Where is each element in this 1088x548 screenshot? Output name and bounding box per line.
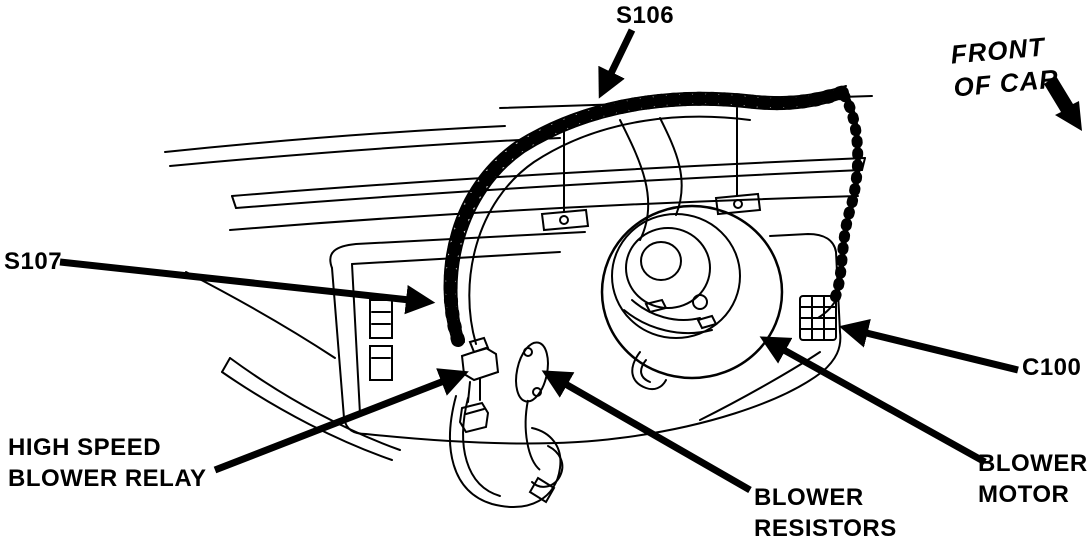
relay-label-line1: HIGH SPEED — [8, 434, 162, 461]
callout-arrows — [59, 28, 1082, 494]
resistors-drawing — [515, 341, 549, 471]
cowl-lines — [164, 95, 873, 461]
c100-label: C100 — [1022, 354, 1082, 381]
relay-arrow — [213, 368, 469, 474]
lower-harness-loop — [449, 395, 564, 508]
motor-label-line2: MOTOR — [978, 481, 1070, 508]
relay-label-line2: BLOWER RELAY — [8, 465, 207, 492]
s107-arrow — [59, 258, 436, 315]
blower-motor-drawing — [600, 204, 784, 391]
resistors-arrow — [541, 370, 752, 494]
s106-arrow — [598, 28, 636, 99]
mounting-screws — [540, 107, 762, 232]
motor-arrow — [759, 336, 987, 466]
c100-arrow — [838, 318, 1019, 374]
high-speed-blower-relay-label: HIGH SPEED BLOWER RELAY — [8, 432, 206, 494]
resistors-label-line1: BLOWER — [754, 484, 864, 511]
relay-drawing — [458, 336, 500, 434]
blower-resistors-label: BLOWER RESISTORS — [754, 482, 897, 544]
blower-housing — [329, 231, 842, 445]
front-of-car-label: FRONT OF CAR — [949, 30, 1060, 105]
s107-label: S107 — [4, 248, 63, 275]
s106-label: S106 — [616, 2, 675, 29]
blower-motor-label: BLOWER MOTOR — [978, 448, 1088, 510]
motor-label-line1: BLOWER — [978, 450, 1088, 477]
c100-connector-drawing — [799, 295, 837, 341]
wiring-harness — [443, 85, 864, 347]
resistors-label-line2: RESISTORS — [754, 515, 897, 542]
front-of-car-arrow — [1044, 76, 1082, 131]
